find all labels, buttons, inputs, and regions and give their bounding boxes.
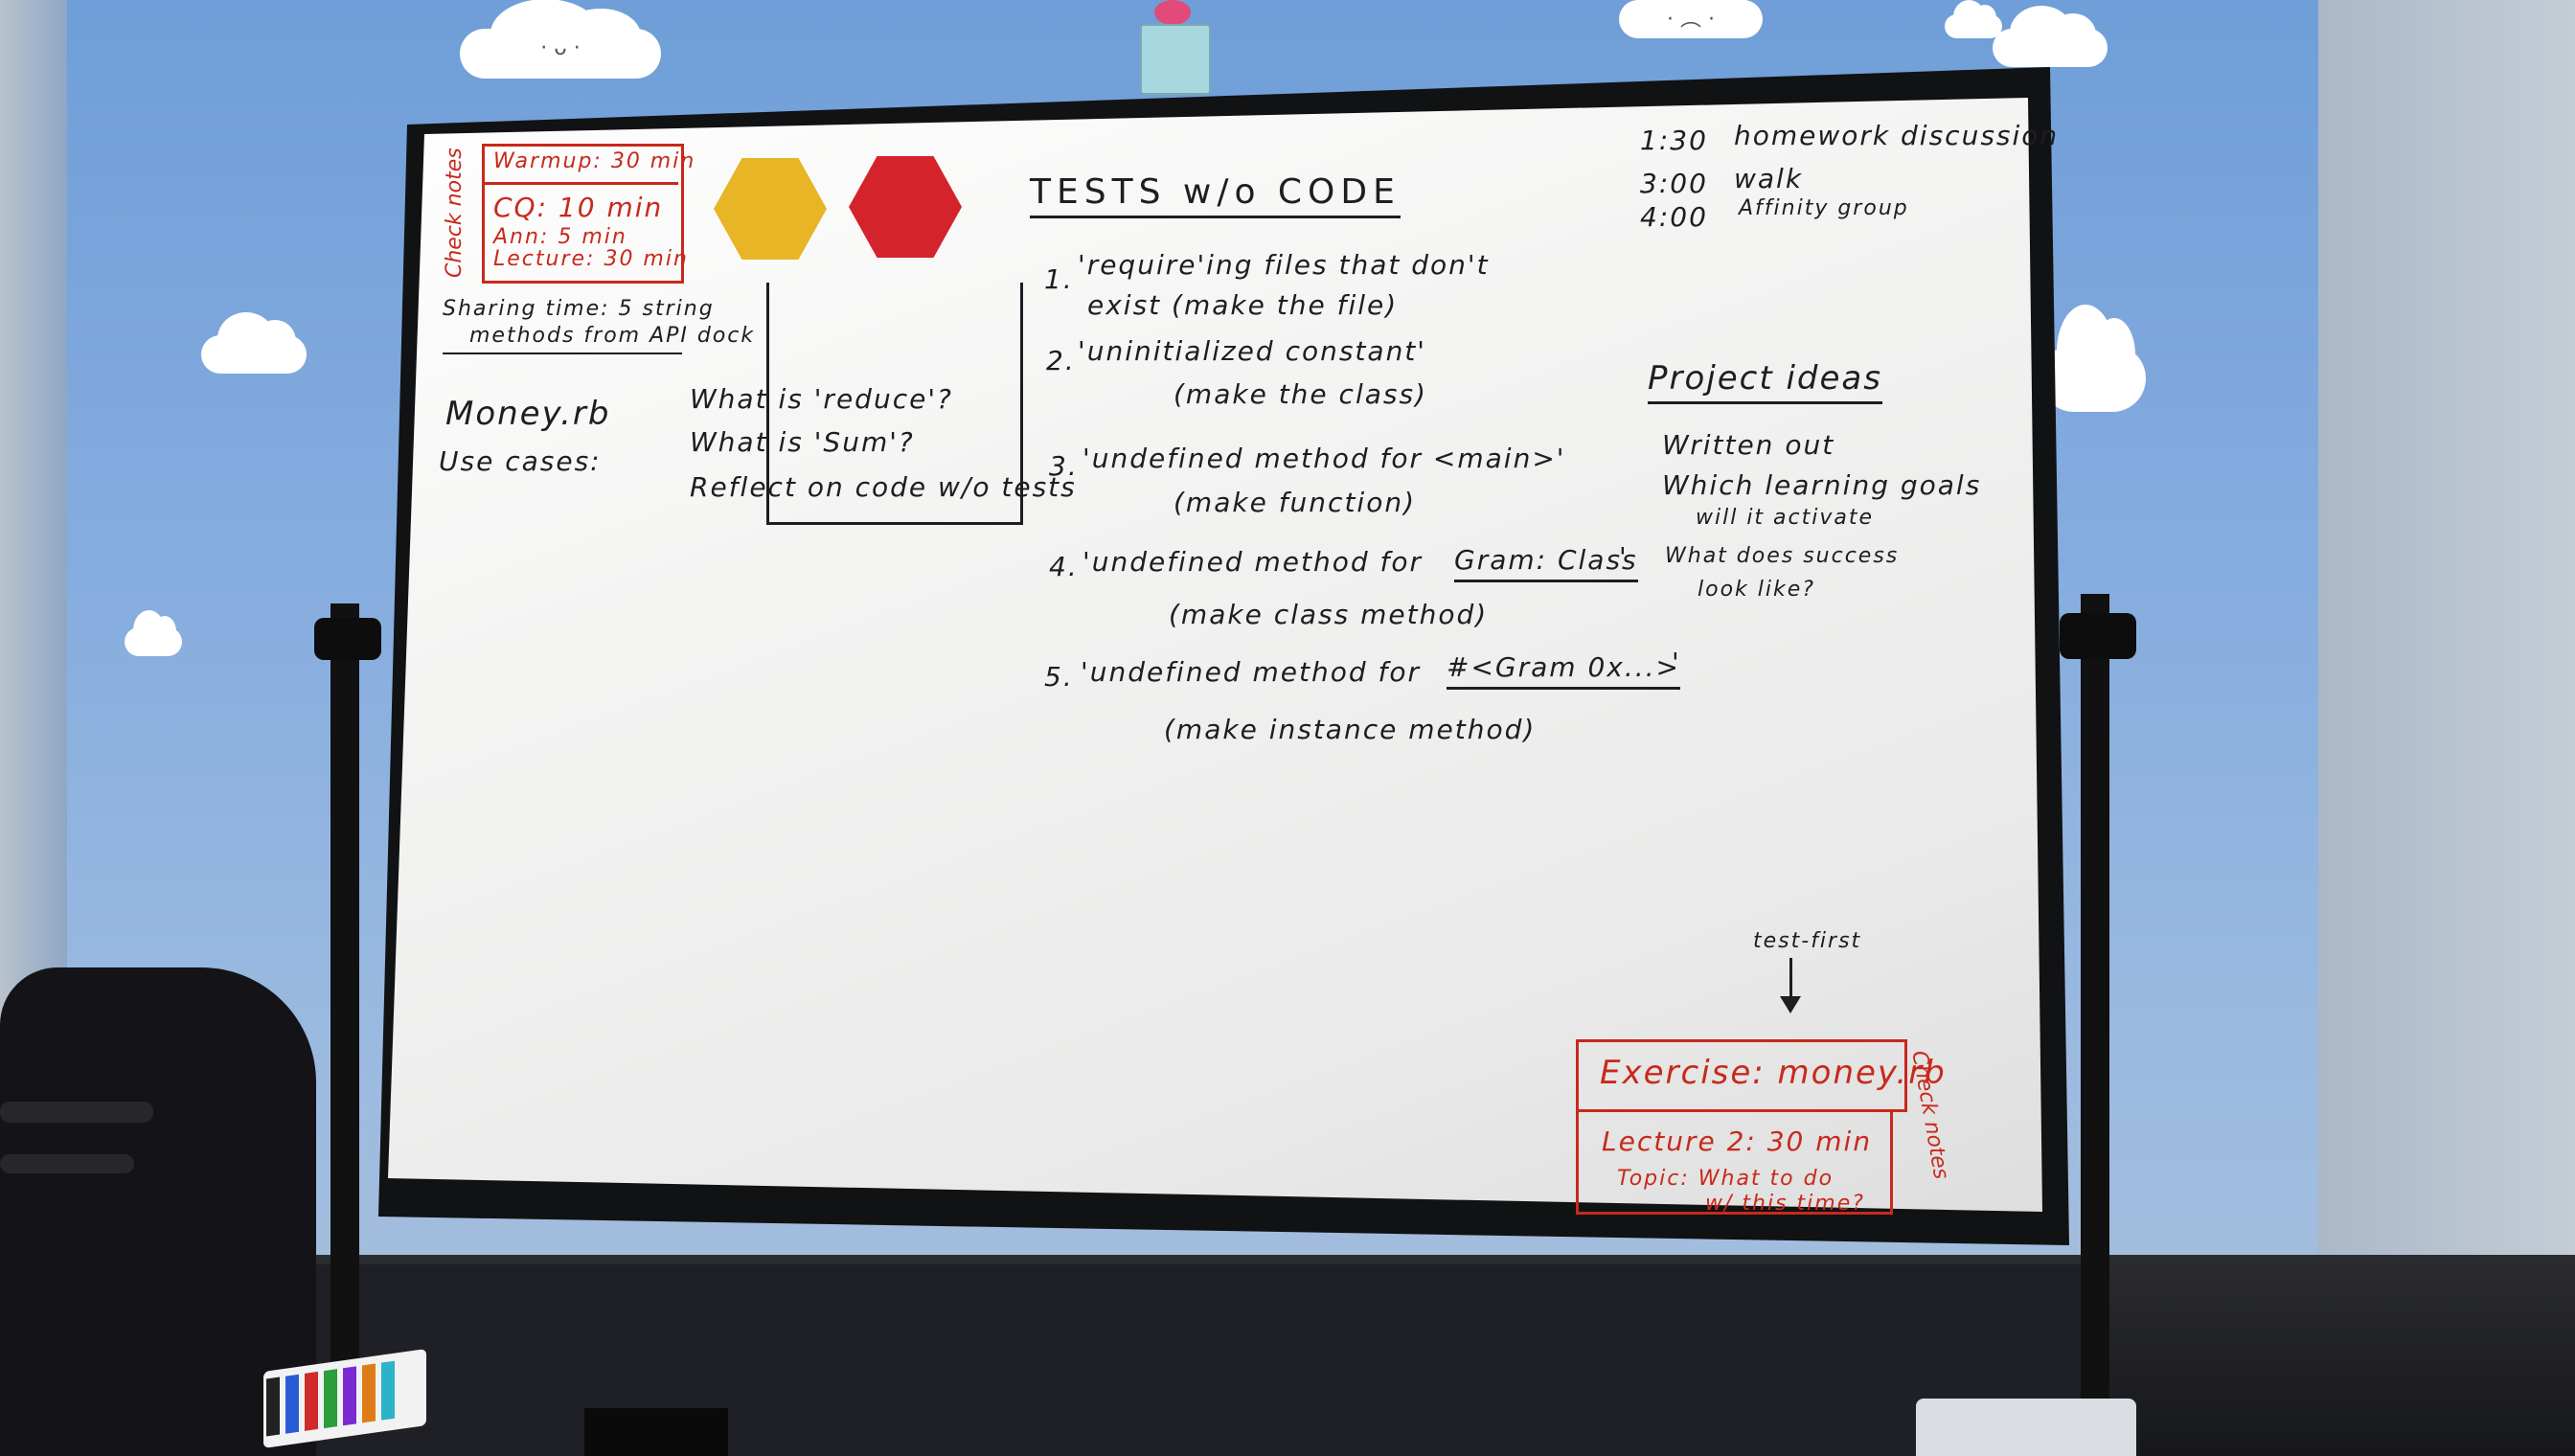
test-1-line2: exist (make the file) (1087, 289, 1399, 321)
stand-left-leg (330, 603, 359, 1427)
test-4-line1b: Gram: Class (1454, 544, 1638, 582)
project-idea-3: will it activate (1696, 506, 1875, 530)
project-idea-2: Which learning goals (1662, 469, 1982, 501)
test-2-line1: 'uninitialized constant' (1078, 335, 1426, 367)
question-sum: What is 'Sum'? (690, 426, 915, 458)
tests-heading: TESTS w/o CODE (1030, 172, 1401, 218)
test-5-num: 5. (1044, 661, 1074, 693)
note-pin (1154, 0, 1191, 25)
test-3-line1: 'undefined method for <main>' (1082, 443, 1566, 474)
stand-right-leg (2081, 594, 2109, 1456)
stand-clamp-right (2060, 613, 2136, 659)
sharing-time-line1: Sharing time: 5 string (443, 297, 715, 321)
lecture2-box (1576, 1111, 1893, 1215)
cloud (1993, 6, 2108, 67)
chair-arm (0, 1154, 134, 1173)
agenda-warmup: Warmup: 30 min (493, 149, 696, 173)
sharing-time-line2: methods from API dock (469, 324, 756, 348)
agenda-lecture: Lecture: 30 min (493, 247, 689, 271)
test-1-line1: 'require'ing files that don't (1078, 249, 1490, 281)
project-ideas-title: Project ideas (1648, 359, 1882, 404)
agenda-box-inner (482, 182, 678, 281)
question-reduce: What is 'reduce'? (690, 383, 953, 415)
down-arrow-icon (1789, 958, 1792, 1006)
test-first-label: test-first (1753, 929, 1862, 953)
agenda-side-label: Check notes (443, 148, 467, 278)
agenda-box-outer (482, 144, 684, 284)
exercise-box (1576, 1039, 1907, 1112)
yellow-hexagon (714, 158, 827, 260)
cloud (1945, 0, 2002, 38)
test-4-line1a: 'undefined method for (1082, 546, 1424, 578)
agenda-ann: Ann: 5 min (493, 225, 627, 249)
cloud (201, 312, 307, 374)
question-reflect: Reflect on code w/o tests (690, 471, 1077, 503)
project-idea-5: look like? (1698, 578, 1815, 602)
sticky-note (1140, 24, 1211, 95)
exercise-label: Exercise: money.rb (1600, 1054, 1947, 1092)
schedule-event-2: walk (1734, 163, 1804, 194)
schedule-event-1: homework discussion (1734, 120, 2060, 151)
lecture2-label: Lecture 2: 30 min (1602, 1126, 1873, 1157)
right-wall-edge (2318, 0, 2575, 1456)
agenda-cq: CQ: 10 min (493, 192, 664, 223)
lecture2-topic: Topic: What to do (1617, 1167, 1834, 1191)
cloud-face: · ᴗ · (540, 36, 581, 60)
arrow-head-icon (1780, 996, 1801, 1013)
test-4-line1c: ' (1619, 541, 1629, 573)
lecture2-topic-line2: w/ this time? (1705, 1192, 1865, 1216)
money-title: Money.rb (445, 395, 611, 433)
schedule-time-3: 4:00 (1640, 201, 1708, 233)
chair-arm (0, 1102, 153, 1123)
test-2-line2: (make the class) (1174, 378, 1427, 410)
money-use-cases: Use cases: (439, 445, 602, 477)
schedule-event-3: Affinity group (1739, 196, 1909, 220)
test-5-line1b: #<Gram 0x...> (1447, 651, 1681, 690)
test-2-num: 2. (1046, 345, 1076, 376)
test-4-line2: (make class method) (1169, 599, 1489, 630)
project-idea-4: What does success (1665, 544, 1900, 568)
storage-bin (1916, 1399, 2136, 1456)
stand-clamp-left (314, 618, 381, 660)
test-5-line1a: 'undefined method for (1081, 656, 1422, 688)
test-5-line2: (make instance method) (1164, 714, 1537, 745)
schedule-time-1: 1:30 (1640, 125, 1708, 156)
test-1-num: 1. (1044, 263, 1074, 295)
cloud-face: · ︵ · (1667, 8, 1715, 32)
red-hexagon (849, 156, 962, 258)
test-3-num: 3. (1049, 450, 1079, 482)
cloud-smiling: · ᴗ · (460, 0, 661, 79)
schedule-time-2: 3:00 (1640, 168, 1708, 199)
cloud (125, 610, 182, 656)
test-4-num: 4. (1049, 551, 1079, 582)
cloud-frowning: · ︵ · (1619, 0, 1763, 38)
test-3-line2: (make function) (1174, 487, 1417, 518)
eraser (584, 1408, 728, 1456)
sharing-underline (443, 353, 682, 354)
test-5-line1c: ' (1672, 647, 1681, 678)
project-idea-1: Written out (1662, 429, 1835, 461)
cloud (2040, 305, 2146, 412)
questions-bracket (766, 283, 1023, 525)
